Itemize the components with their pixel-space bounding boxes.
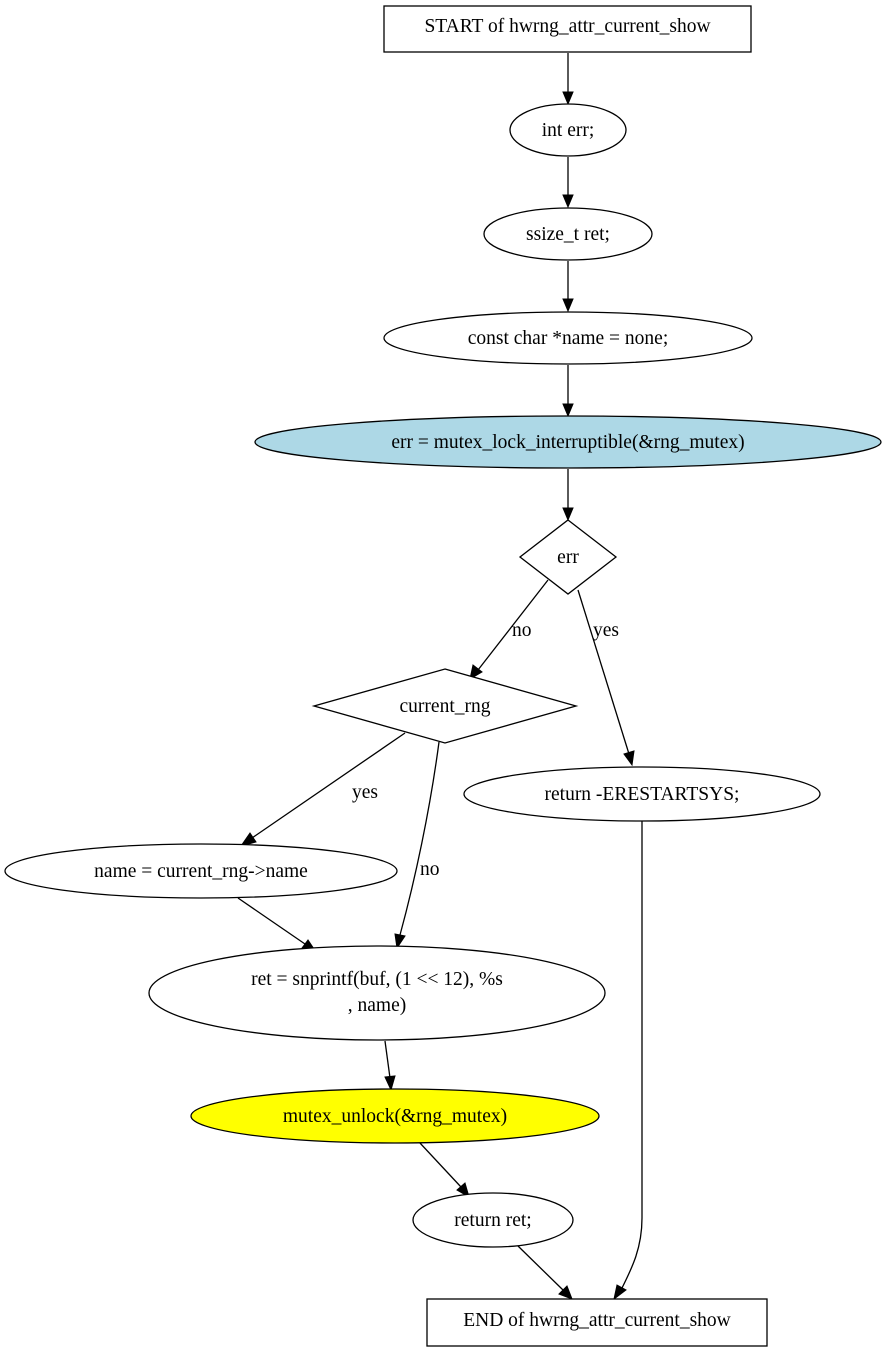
arrowhead	[623, 750, 635, 767]
edge-err-yes	[577, 589, 630, 755]
name-assign-node-ellipse	[4, 843, 398, 899]
current-rng-condition-diamond	[311, 668, 579, 744]
int-err-node-label: int err;	[542, 120, 595, 141]
name-assign-node: name = current_rng->name	[4, 843, 398, 899]
arrowhead	[456, 1182, 470, 1199]
return-ret-node: return ret;	[412, 1192, 574, 1248]
edge-current-yes	[251, 732, 406, 839]
err-condition-label: err	[557, 547, 579, 568]
edge-unlock-to-return-ret	[419, 1142, 462, 1188]
edge-label-current-no: no	[420, 859, 440, 880]
edge-label-current-yes: yes	[352, 782, 378, 803]
int-err-node: int err;	[509, 103, 627, 157]
arrowhead	[558, 1285, 573, 1300]
arrowhead	[384, 1075, 396, 1092]
edge-snprintf-to-unlock	[384, 1040, 391, 1079]
edge-err-no	[477, 579, 549, 671]
snprintf-node-ellipse	[148, 945, 606, 1041]
start-node-box	[383, 5, 752, 53]
arrowhead	[613, 1284, 627, 1301]
return-ret-node-ellipse	[412, 1192, 574, 1248]
mutex-lock-node: err = mutex_lock_interruptible(&rng_mute…	[254, 415, 882, 469]
start-node-label: START of hwrng_attr_current_show	[424, 16, 710, 37]
edge-current-no	[399, 741, 440, 936]
edge-name-to-snprintf	[237, 897, 306, 945]
snprintf-node-label-line1: ret = snprintf(buf, (1 << 12), %s	[251, 969, 503, 990]
arrowhead	[394, 933, 406, 950]
current-rng-condition-label: current_rng	[400, 696, 491, 717]
edges: no yes yes no	[237, 53, 643, 1301]
start-node: START of hwrng_attr_current_show	[383, 5, 752, 53]
nodes: START of hwrng_attr_current_show int err…	[4, 5, 882, 1347]
snprintf-node: ret = snprintf(buf, (1 << 12), %s , name…	[148, 945, 606, 1041]
int-err-node-ellipse	[509, 103, 627, 157]
mutex-lock-node-ellipse	[254, 415, 882, 469]
err-condition-diamond	[518, 519, 618, 595]
arrowhead	[562, 403, 574, 418]
mutex-lock-node-label: err = mutex_lock_interruptible(&rng_mute…	[391, 432, 744, 453]
end-node-box	[426, 1298, 768, 1347]
arrowhead	[469, 664, 483, 681]
name-assign-node-label: name = current_rng->name	[94, 861, 308, 882]
ssize-ret-node-ellipse	[483, 207, 653, 261]
edge-label-err-yes: yes	[593, 620, 619, 641]
return-erestartsys-node-label: return -ERESTARTSYS;	[545, 784, 740, 805]
arrowhead	[562, 91, 574, 106]
const-name-node: const char *name = none;	[383, 311, 753, 365]
edge-return-ret-to-end	[517, 1245, 564, 1291]
ssize-ret-node: ssize_t ret;	[483, 207, 653, 261]
err-condition-node: err	[518, 519, 618, 595]
end-node: END of hwrng_attr_current_show	[426, 1298, 768, 1347]
end-node-label: END of hwrng_attr_current_show	[463, 1310, 731, 1331]
edge-label-err-no: no	[512, 620, 532, 641]
return-erestartsys-node-ellipse	[463, 766, 821, 822]
const-name-node-label: const char *name = none;	[468, 328, 669, 349]
arrowhead	[239, 832, 257, 847]
mutex-unlock-node-label: mutex_unlock(&rng_mutex)	[283, 1106, 507, 1127]
mutex-unlock-node-ellipse	[190, 1088, 600, 1144]
arrowhead	[562, 507, 574, 522]
mutex-unlock-node: mutex_unlock(&rng_mutex)	[190, 1088, 600, 1144]
ssize-ret-node-label: ssize_t ret;	[526, 224, 610, 245]
edge-erestart-to-end	[621, 821, 643, 1289]
arrowhead	[562, 298, 574, 313]
return-erestartsys-node: return -ERESTARTSYS;	[463, 766, 821, 822]
current-rng-condition-node: current_rng	[311, 668, 579, 744]
snprintf-node-label-line2: , name)	[348, 995, 406, 1016]
const-name-node-ellipse	[383, 311, 753, 365]
return-ret-node-label: return ret;	[454, 1210, 531, 1231]
arrowhead	[562, 194, 574, 209]
